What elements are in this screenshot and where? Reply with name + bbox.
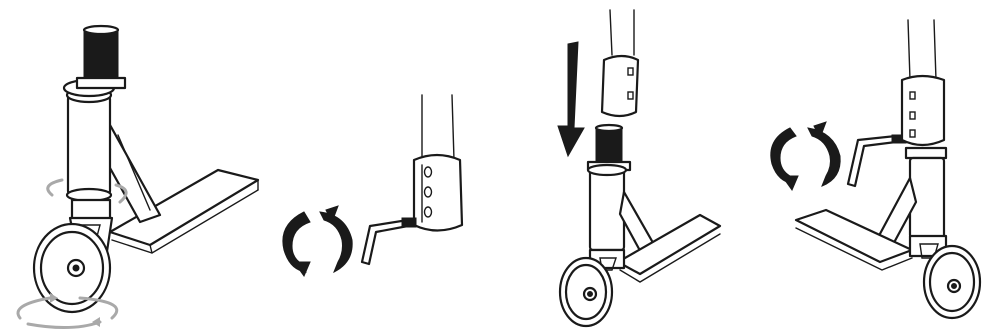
step-4-panel bbox=[760, 0, 984, 331]
deck bbox=[618, 192, 720, 282]
threaded-steerer bbox=[77, 26, 125, 88]
step-1-panel bbox=[0, 0, 262, 331]
front-wheel bbox=[924, 246, 980, 318]
bar-insertion-illustration bbox=[540, 0, 740, 331]
hex-key-icon bbox=[362, 218, 416, 264]
handlebar-tube bbox=[908, 20, 936, 80]
clamp bbox=[414, 155, 462, 231]
step-3-panel bbox=[540, 0, 740, 331]
clamp-loosen-illustration bbox=[262, 0, 480, 331]
scooter-fork-rotation-illustration bbox=[0, 0, 262, 331]
down-arrow-icon bbox=[558, 42, 584, 156]
step-2-panel bbox=[262, 0, 480, 331]
handlebar-tube bbox=[422, 95, 454, 160]
handlebar-tube bbox=[610, 10, 634, 55]
clamp bbox=[602, 56, 638, 116]
rotation-arrows-icon bbox=[283, 206, 352, 276]
clamp-tighten-illustration bbox=[760, 0, 984, 331]
deck bbox=[796, 178, 916, 270]
threaded-steerer bbox=[588, 125, 630, 170]
hex-key-icon bbox=[848, 135, 906, 186]
rotation-arrows-icon bbox=[771, 122, 840, 190]
head-tube bbox=[64, 80, 114, 201]
front-wheel bbox=[560, 258, 612, 326]
clamp bbox=[902, 76, 944, 145]
